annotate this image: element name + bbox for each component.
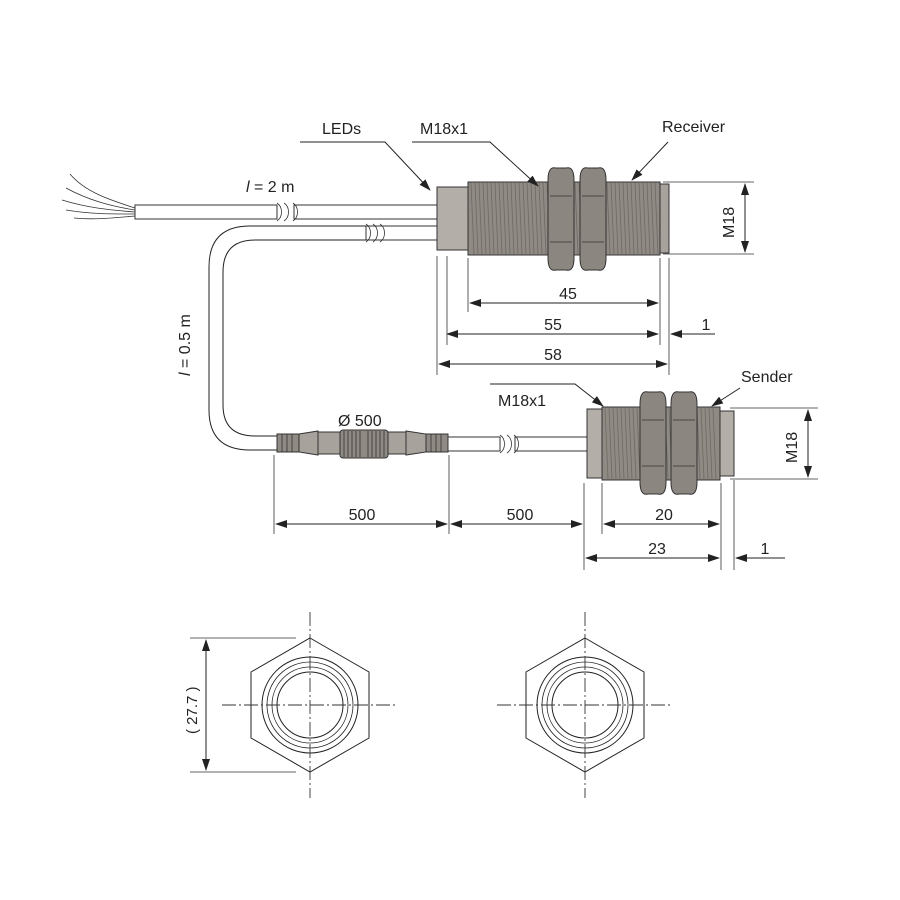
sender-cable-dim-500-label: 500 [507,507,534,524]
connector-assembly: Ø 500 [276,413,449,459]
wire-ends-icon [61,173,136,220]
hex-nut-icon [547,167,607,271]
link-cable-length-label: l = 0.5 m [177,314,194,376]
receiver-diameter-label: M18 [721,207,738,238]
hex-dimension-label: ( 27.7 ) [184,686,201,734]
receiver-dim-58-label: 58 [544,347,562,364]
receiver-dim-1-label: 1 [702,317,711,334]
sender-front-window [719,410,735,477]
receiver-name-label: Receiver [662,119,726,136]
sender-diameter-label: M18 [784,432,801,463]
receiver-assembly: LEDs M18x1 Receiver l = 2 m M18 45 55 1 … [61,119,754,451]
receiver-led-cap [436,186,469,251]
sender-thread-label: M18x1 [498,393,546,410]
sender-name-label: Sender [741,369,793,386]
link-cable-bend [208,225,366,451]
sender-dim-23-label: 23 [648,541,666,558]
front-view-right [497,612,673,798]
leds-label: LEDs [322,121,361,138]
receiver-dim-55-label: 55 [544,317,562,334]
receiver-front-ring [659,183,670,254]
hex-nut-icon [639,391,698,495]
sender-cable [447,436,501,452]
sender-dim-20-label: 20 [655,507,673,524]
sender-assembly: M18x1 Sender M18 500 500 20 23 1 [273,369,818,570]
connector-coupling-nut [339,429,389,459]
thread-stripes-icon [343,431,385,457]
sender-rear-cap [586,408,603,479]
connector-dim-500-label: 500 [349,507,376,524]
receiver-thread-label: M18x1 [420,121,468,138]
receiver-cable-segment [293,204,438,220]
connector-diameter-label: Ø 500 [338,413,382,430]
receiver-cable-length-label: l = 2 m [246,179,294,196]
front-view-left: ( 27.7 ) [184,612,398,798]
receiver-cable [134,204,278,220]
receiver-dim-45-label: 45 [559,286,577,303]
sender-cable-segment [514,436,588,452]
sender-dim-1-label: 1 [761,541,770,558]
